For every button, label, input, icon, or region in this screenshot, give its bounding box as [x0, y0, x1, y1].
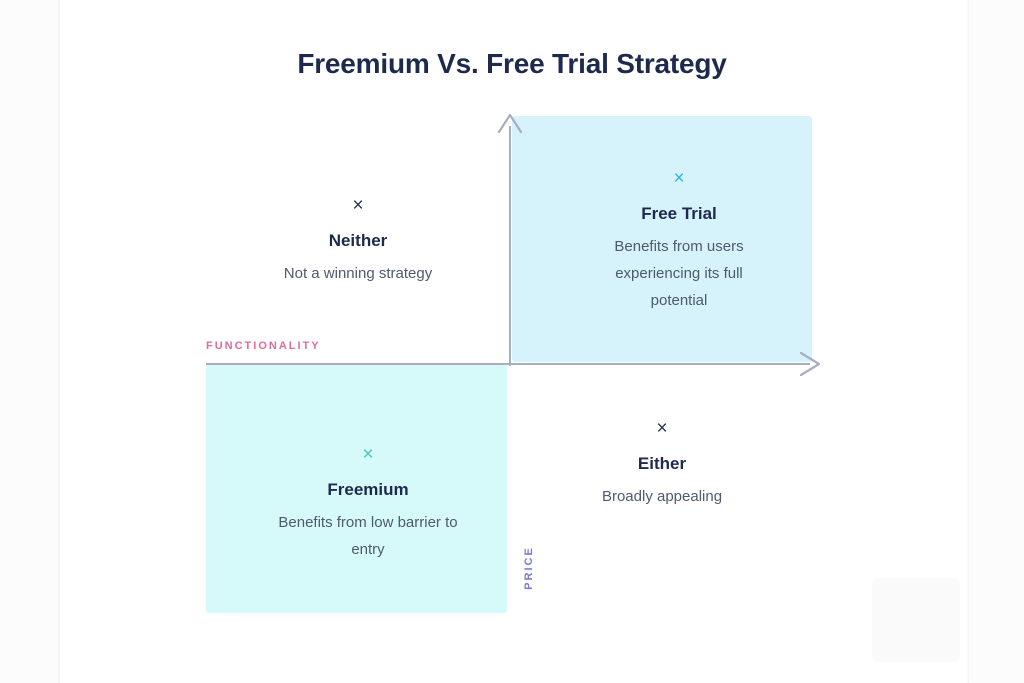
quadrant-marker-freemium-icon: × — [362, 444, 374, 465]
arrow-right-icon — [798, 351, 822, 377]
quadrant-title-free-trial: Free Trial — [641, 204, 717, 223]
quadrant-fill-free-trial — [512, 116, 812, 362]
quadrant-free-trial: × Free Trial Benefits from users experie… — [586, 169, 772, 314]
watermark-block — [872, 578, 960, 662]
quadrant-title-either: Either — [637, 454, 687, 473]
quadrant-marker-free-trial-icon: × — [673, 168, 685, 189]
y-axis-line — [509, 126, 511, 366]
quadrant-description-free-trial: Benefits from users experiencing its ful… — [614, 238, 744, 309]
quadrant-description-freemium: Benefits from low barrier to entry — [278, 514, 458, 558]
quadrant-title-neither: Neither — [328, 231, 388, 250]
quadrant-title-freemium: Freemium — [327, 480, 409, 499]
quadrant-fill-freemium — [206, 363, 507, 613]
quadrant-description-neither: Not a winning strategy — [283, 265, 433, 282]
canvas-left-edge — [58, 0, 61, 683]
canvas-right-edge — [966, 0, 969, 683]
y-axis-label: PRICE — [523, 546, 535, 590]
quadrant-freemium: × Freemium Benefits from low barrier to … — [278, 445, 458, 563]
quadrant-marker-neither-icon: × — [352, 195, 364, 216]
quadrant-description-either: Broadly appealing — [601, 488, 723, 505]
page-title: Freemium Vs. Free Trial Strategy — [297, 48, 727, 79]
quadrant-either: × Either Broadly appealing — [572, 419, 752, 510]
x-axis-line — [206, 363, 810, 365]
x-axis-label: FUNCTIONALITY — [206, 340, 321, 352]
arrow-up-icon — [497, 112, 523, 134]
quadrant-marker-either-icon: × — [656, 418, 668, 439]
quadrant-neither: × Neither Not a winning strategy — [248, 196, 468, 287]
